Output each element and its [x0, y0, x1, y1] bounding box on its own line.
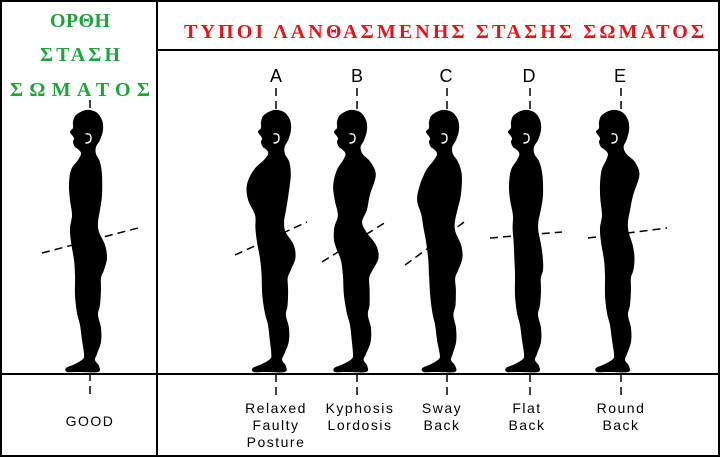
figure-label-a-line-2: Faulty — [252, 417, 299, 433]
figure-label-a-line-1: Relaxed — [245, 400, 307, 416]
figure-label-e-line-2: Back — [602, 417, 639, 433]
good-heading-line-1: ΟΡΘΗ — [50, 10, 110, 32]
figure-label-a-line-3: Posture — [247, 434, 306, 450]
figure-label-good: GOOD — [66, 413, 115, 429]
figure-letter-d: D — [523, 66, 536, 86]
figure-letter-b: B — [351, 66, 363, 86]
figure-letter-c: C — [440, 66, 453, 86]
figure-label-b-line-1: Kyphosis — [326, 400, 395, 416]
figure-label-d-line-1: Flat — [512, 400, 541, 416]
figure-label-b-line-2: Lordosis — [328, 417, 393, 433]
figure-label-e-line-1: Round — [597, 400, 646, 416]
good-heading-line-2: ΣΤΑΣΗ — [40, 44, 120, 66]
figure-label-d-line-2: Back — [508, 417, 545, 433]
figure-label-c-line-2: Back — [423, 417, 460, 433]
figure-label-c-line-1: Sway — [422, 400, 462, 416]
faulty-heading: ΤΥΠΟΙ ΛΑΝΘΑΣΜΕΝΗΣ ΣΤΑΣΗΣ ΣΩΜΑΤΟΣ — [184, 21, 704, 43]
figure-letter-a: A — [270, 66, 282, 86]
good-heading-line-3: ΣΩΜΑΤΟΣ — [10, 79, 150, 101]
figure-letter-e: E — [614, 66, 626, 86]
